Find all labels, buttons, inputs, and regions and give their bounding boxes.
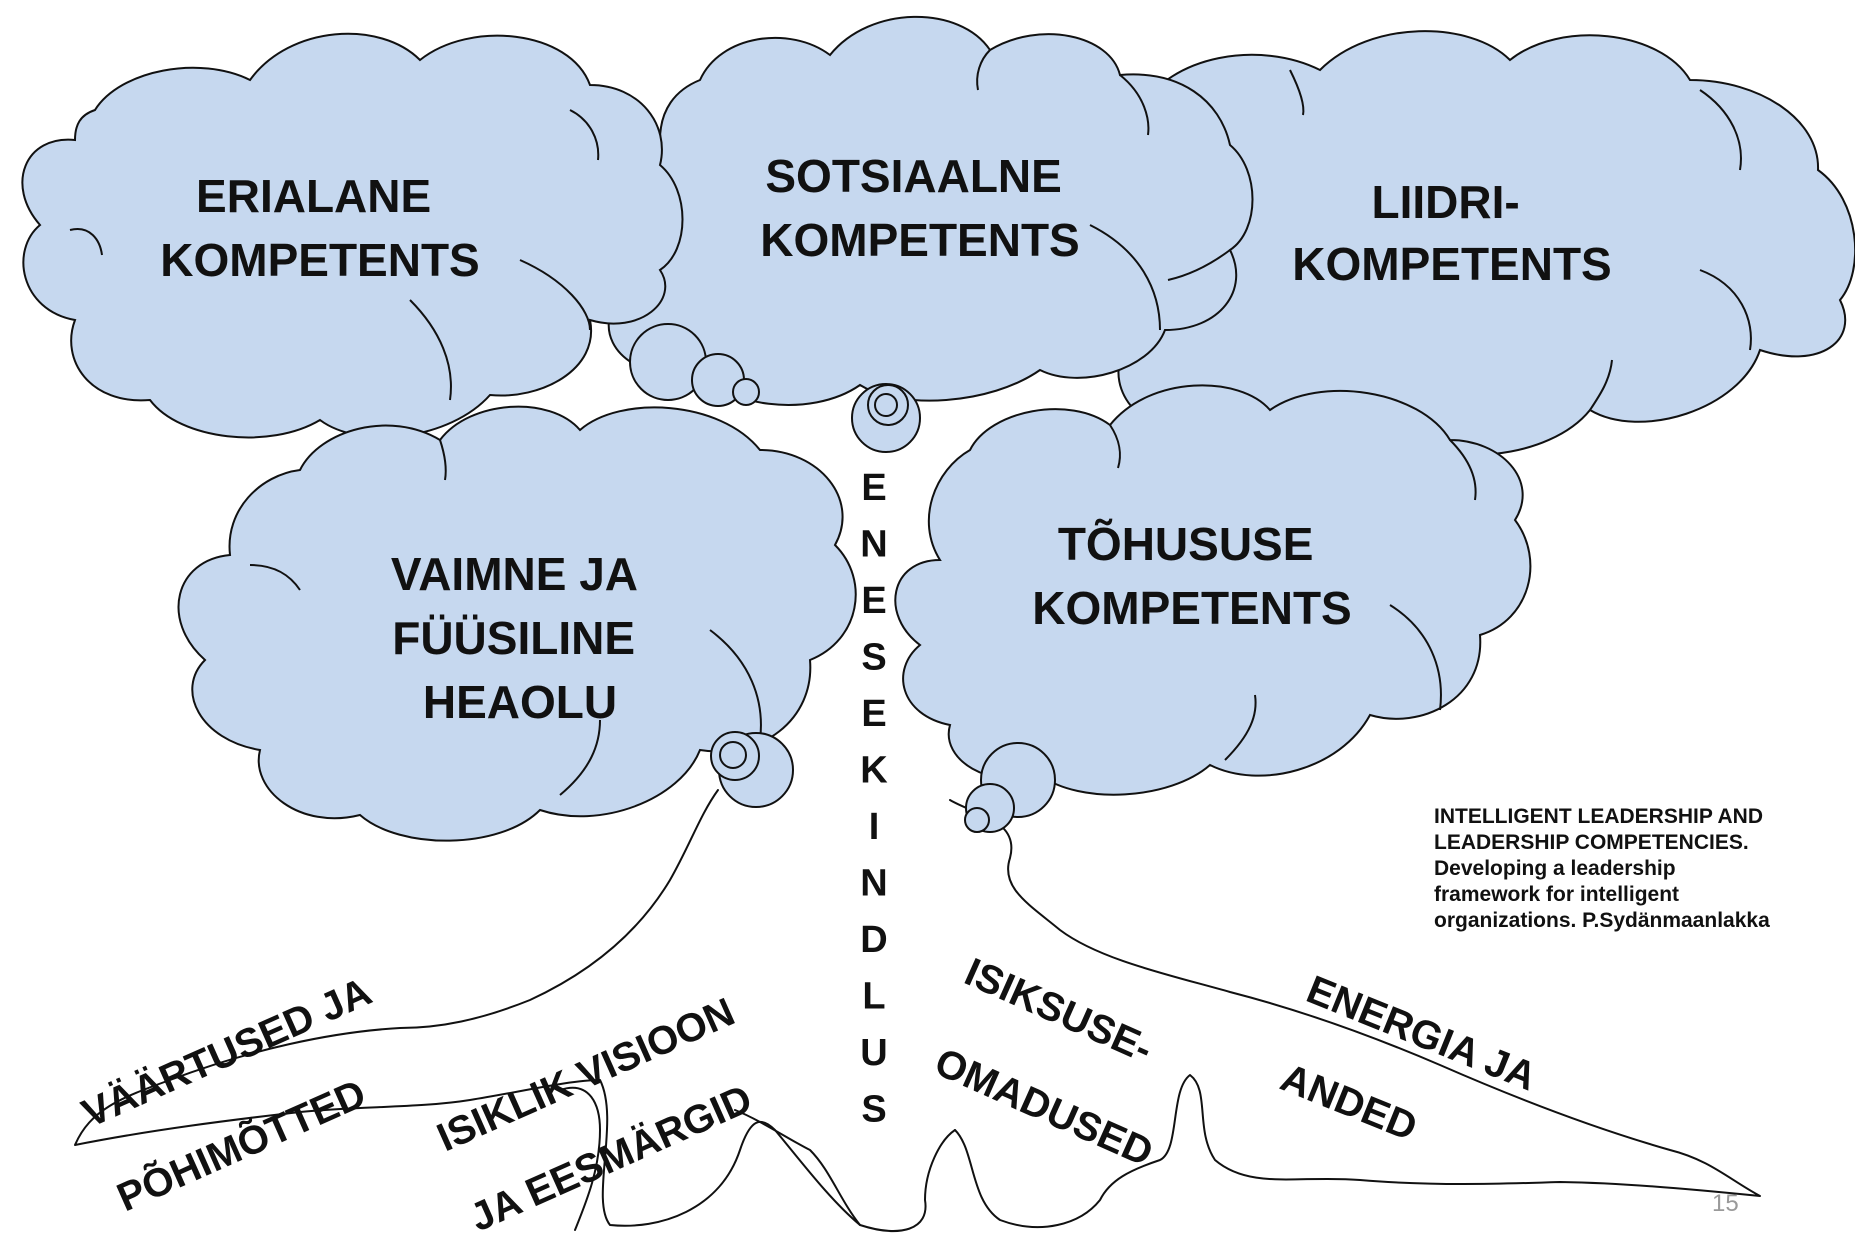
trunk-letter: S: [861, 637, 886, 679]
trunk-letter: E: [861, 693, 886, 735]
root-fork-left: [559, 1086, 601, 1231]
trunk-letter: N: [860, 863, 887, 905]
trunk-letter: L: [862, 976, 885, 1018]
trunk-right-outline: [949, 799, 1761, 1228]
trunk-letter: E: [861, 467, 886, 509]
thought-bubbles-left: [629, 323, 760, 407]
label-vaimne: VAIMNE JA FÜÜSILINE HEAOLU: [391, 548, 649, 728]
citation-line: LEADERSHIP COMPETENCIES.: [1434, 831, 1749, 854]
label-tohususe: TÕHUSUSE KOMPETENTS: [1032, 518, 1351, 634]
root-label-isiksus-line1: ISIKSUSE-: [958, 950, 1159, 1072]
trunk-letter: S: [861, 1089, 886, 1131]
trunk-letter: N: [860, 524, 887, 566]
citation-text: INTELLIGENT LEADERSHIP AND LEADERSHIP CO…: [1434, 804, 1854, 934]
root-label-energia-line2: ANDED: [1275, 1056, 1423, 1150]
page-number: 15: [1712, 1190, 1739, 1217]
thought-bubbles-center: [851, 383, 921, 453]
label-erialane: ERIALANE KOMPETENTS: [160, 170, 479, 286]
cloud-erialane-kompetents: [21, 32, 684, 439]
root-fork-mid: [734, 1109, 861, 1226]
label-liidri: LIIDRI- KOMPETENTS: [1292, 176, 1611, 290]
cloud-tohususe-kompetents: [894, 384, 1532, 796]
trunk-letter: U: [860, 1032, 887, 1074]
cloud-vaimne-ja-fuusiline-heaolu: [177, 405, 857, 842]
citation-line: framework for intelligent: [1434, 883, 1680, 906]
trunk-letter: K: [860, 750, 888, 792]
thought-bubbles-tohususe: [964, 742, 1056, 833]
trunk-letter: I: [869, 806, 880, 848]
trunk-letter: E: [861, 580, 886, 622]
label-sotsiaalne: SOTSIAALNE KOMPETENTS: [760, 150, 1079, 266]
citation-line: INTELLIGENT LEADERSHIP AND: [1434, 805, 1764, 828]
trunk-left-outline: [74, 789, 956, 1232]
citation-line: Developing a leadership: [1434, 857, 1676, 880]
trunk-letter: D: [860, 919, 887, 961]
citation-line: organizations. P.Sydänmaanlakka: [1434, 909, 1770, 932]
thought-bubbles-vaimne: [710, 731, 794, 808]
